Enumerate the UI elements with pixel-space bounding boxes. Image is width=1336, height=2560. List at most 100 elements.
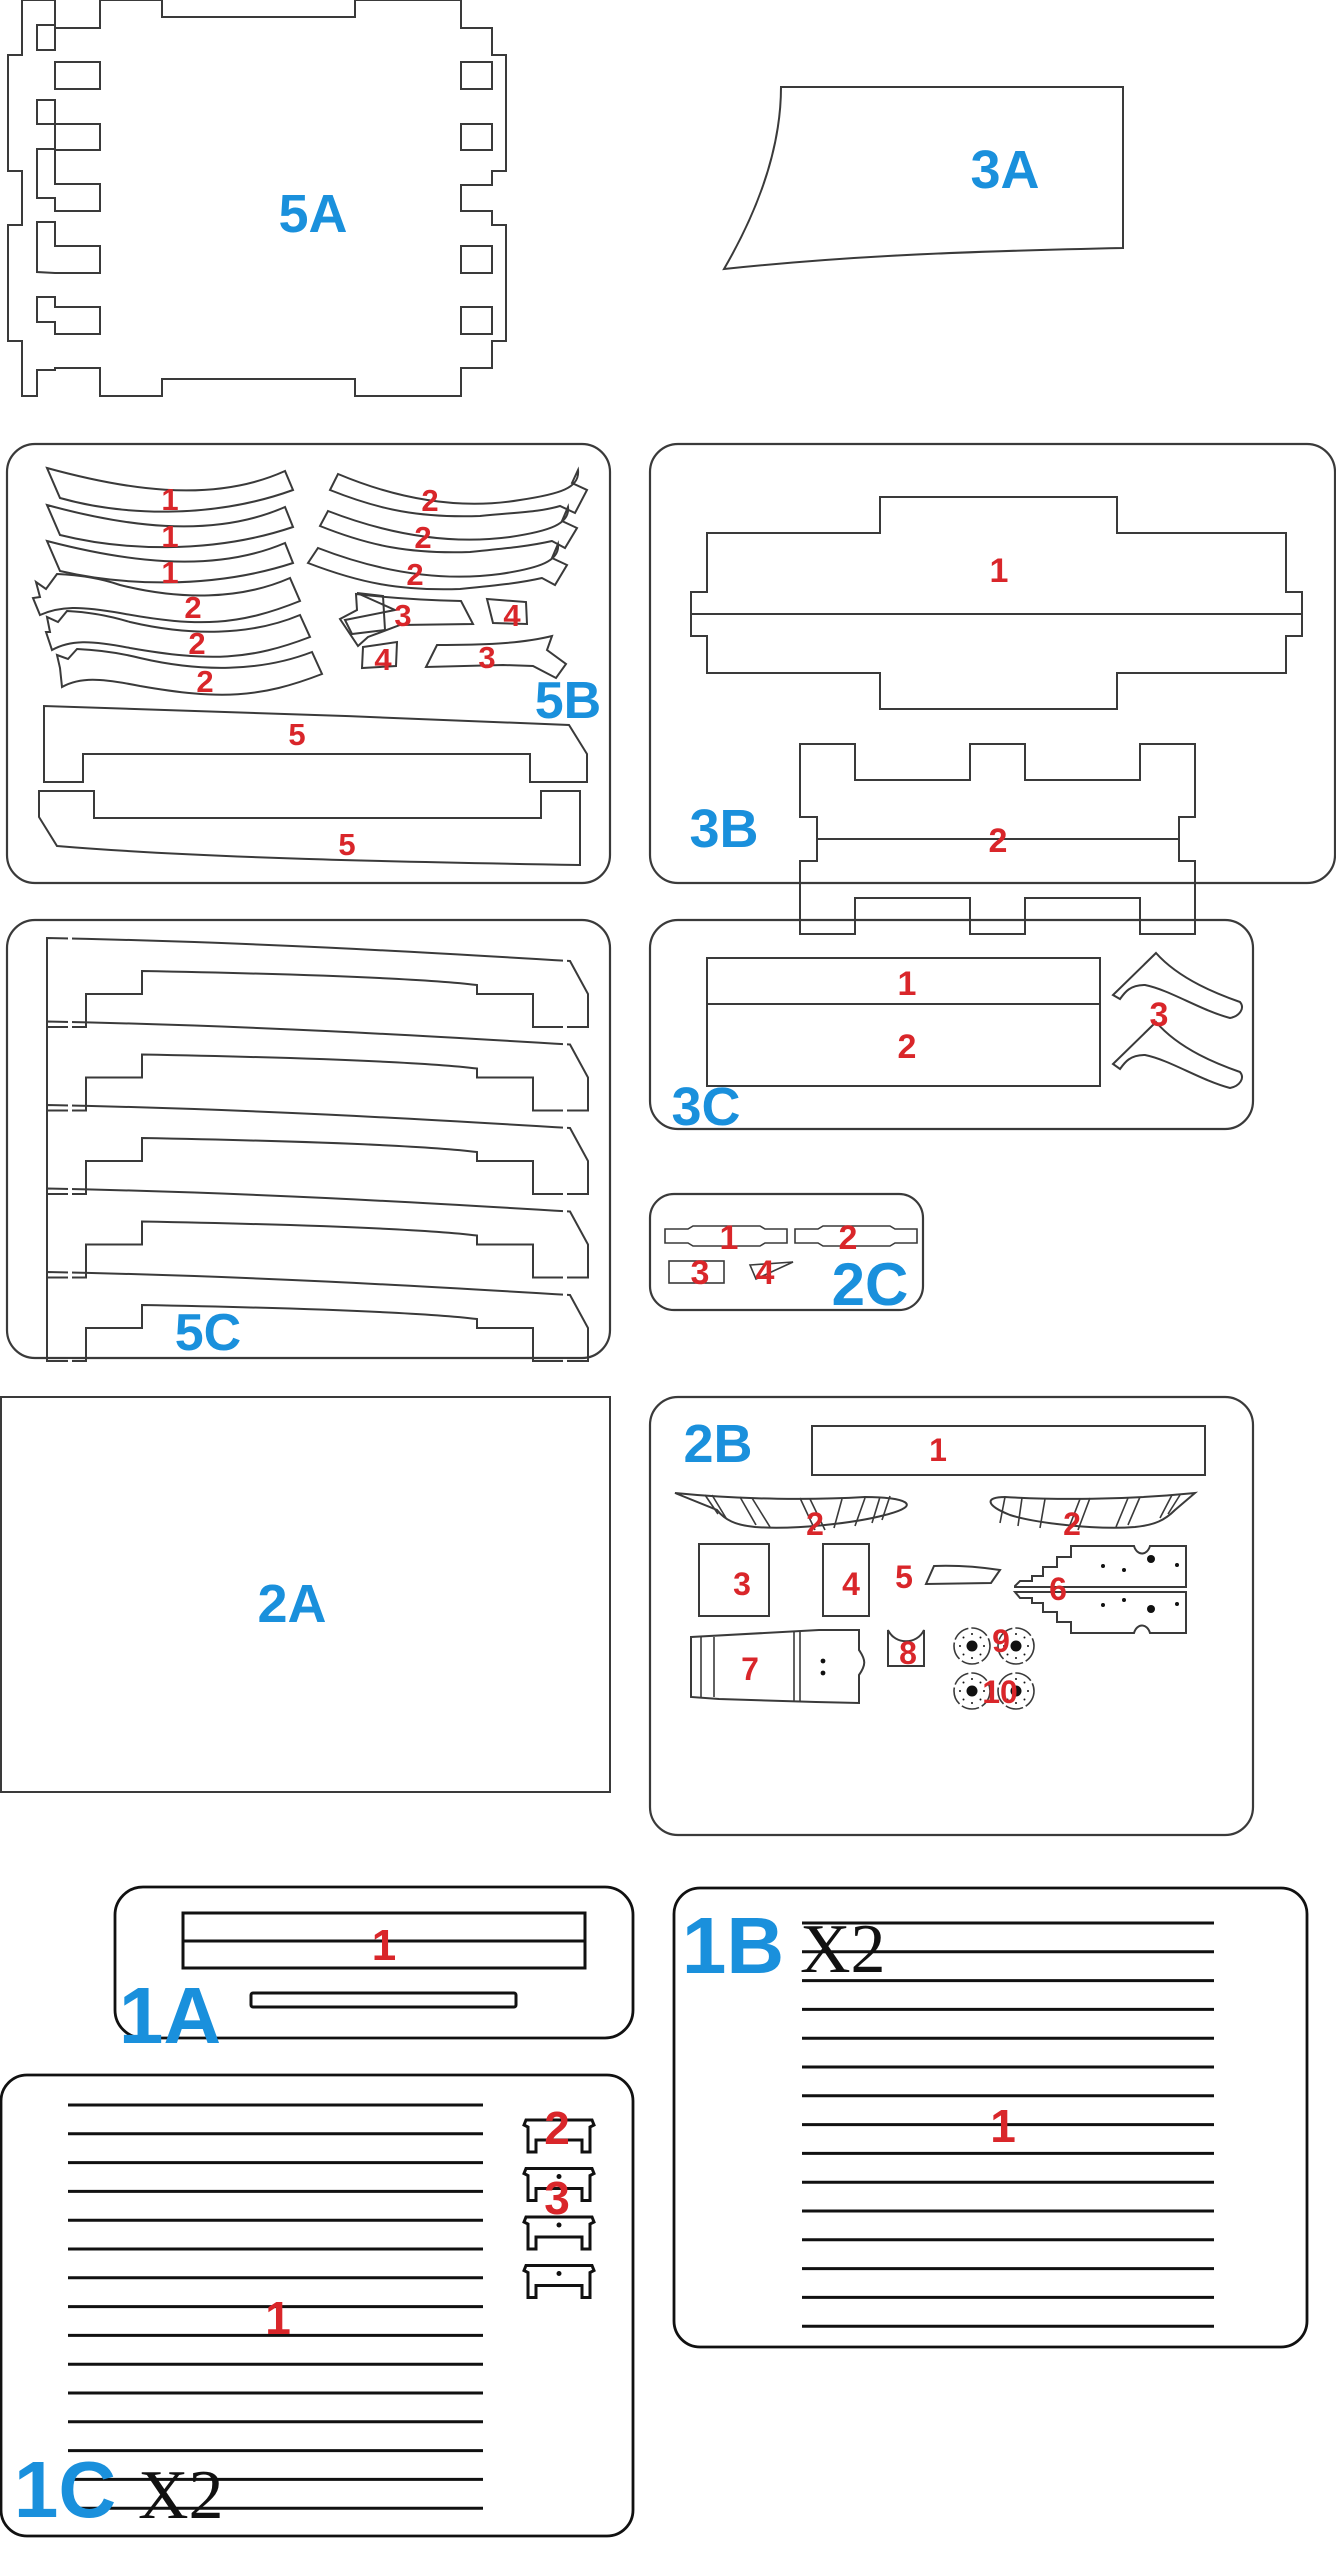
bolt-hole <box>1015 1678 1017 1680</box>
part-5B-2 <box>328 466 589 518</box>
part-2B-1 <box>811 1425 1206 1476</box>
bolt-hole <box>971 1702 973 1704</box>
part-2B-7 <box>690 1629 866 1705</box>
part-5C-rail <box>46 936 589 1028</box>
part-3C-3 <box>1111 1020 1243 1090</box>
part-number: 6 <box>1049 1571 1067 1607</box>
rib-line <box>704 1494 719 1515</box>
panel-label: 3C <box>671 1077 740 1137</box>
bolt-hole <box>983 1645 985 1647</box>
panel-2B: 1 2 2 3 4 5 6 7 8 9 10 2B <box>648 1395 1255 1837</box>
part-3B-2 <box>799 743 1196 935</box>
panel-frame <box>0 2073 635 2538</box>
part-number: 2 <box>989 822 1008 860</box>
part-number: 4 <box>374 642 392 677</box>
part-number: 2 <box>1063 1506 1081 1542</box>
rib-line <box>854 1497 866 1527</box>
part-number: 2 <box>196 664 213 699</box>
hole <box>1122 1568 1126 1572</box>
part-number: 3 <box>544 2172 570 2224</box>
bolt-hole <box>1015 1702 1017 1704</box>
bolt-hole <box>979 1653 982 1656</box>
panel-label: 2A <box>257 1574 326 1634</box>
rib-line <box>751 1497 771 1528</box>
part-1C-bracket <box>522 2118 596 2154</box>
part-2B-wheel <box>997 1627 1035 1665</box>
bolt-hole <box>1023 1653 1026 1656</box>
part-3B-1 <box>690 496 1303 710</box>
hole <box>1175 1602 1179 1606</box>
bolt-hole <box>983 1690 985 1692</box>
part-number: 2 <box>184 590 201 625</box>
hole <box>1147 1605 1155 1613</box>
bolt-hole <box>1003 1645 1005 1647</box>
part-number: 1 <box>372 1921 396 1970</box>
part-number: 4 <box>842 1566 860 1602</box>
part-number: 1 <box>990 552 1009 590</box>
part-number: 3 <box>733 1566 751 1602</box>
panel-label: 1B <box>682 1901 784 1990</box>
rib-line <box>1167 1494 1181 1515</box>
part-number: 3 <box>478 640 495 675</box>
part-number: 8 <box>899 1635 917 1671</box>
panel-5A: 5A <box>7 0 507 397</box>
hole <box>556 2174 562 2179</box>
quantity-multiplier: X2 <box>800 1911 886 1988</box>
panel-5C: 5C <box>5 918 612 1363</box>
rib-line <box>1159 1494 1173 1519</box>
panel-2C: 1 2 3 4 2C <box>648 1192 925 1318</box>
part-3C-3 <box>1111 951 1243 1020</box>
part-1C-bracket <box>522 2167 596 2202</box>
slot <box>460 306 493 335</box>
part-5B-2 <box>44 609 312 658</box>
part-2C-1 <box>664 1225 788 1247</box>
rib-line <box>871 1496 881 1524</box>
rib-line <box>1077 1497 1091 1531</box>
bolt-hole <box>1006 1698 1009 1701</box>
rib-line <box>739 1496 757 1526</box>
bolt-hole <box>962 1653 965 1656</box>
part-5B-1 <box>45 503 295 549</box>
rib-line <box>1115 1497 1129 1528</box>
part-number: 2 <box>544 2102 570 2154</box>
panel-label: 5A <box>278 184 347 244</box>
part-2B-5 <box>924 1564 1002 1586</box>
bolt-hole <box>1015 1657 1017 1659</box>
panel-frame <box>113 1885 635 2040</box>
panel-label: 2B <box>683 1414 752 1474</box>
part-number: 2 <box>839 1219 858 1257</box>
part-number: 1 <box>161 519 178 554</box>
hole <box>966 1640 978 1652</box>
slot <box>36 221 101 274</box>
bolt-hole <box>959 1645 961 1647</box>
part-5C-rail <box>46 1270 589 1362</box>
bolt-hole <box>979 1636 982 1639</box>
part-number: 7 <box>741 1651 759 1687</box>
part-5B-3 <box>338 592 475 648</box>
slot <box>460 123 493 151</box>
panel-3C: 1 2 3 3C <box>648 918 1255 1137</box>
slot <box>36 296 101 335</box>
bolt-hole <box>962 1681 965 1684</box>
slot <box>54 61 101 90</box>
bolt-hole <box>971 1657 973 1659</box>
bolt-hole <box>962 1636 965 1639</box>
panel-1C: 1 2 3 1C X2 <box>0 2073 635 2538</box>
part-1C-bracket <box>522 2215 596 2251</box>
slot <box>460 245 493 274</box>
part-3A-outline <box>722 86 1124 271</box>
part-number: 3 <box>394 598 411 633</box>
part-number: 10 <box>982 1674 1018 1710</box>
part-2B-8 <box>887 1629 925 1667</box>
part-number: 3 <box>691 1254 710 1292</box>
bolt-hole <box>1006 1653 1009 1656</box>
panel-label: 1A <box>119 1971 221 2060</box>
panel-frame <box>648 442 1336 885</box>
panel-frame <box>648 1192 925 1312</box>
part-2B-3 <box>698 1543 770 1617</box>
part-5B-1 <box>45 539 295 584</box>
part-number: 2 <box>406 557 423 592</box>
bolt-hole <box>971 1678 973 1680</box>
part-number: 1 <box>265 2292 291 2344</box>
